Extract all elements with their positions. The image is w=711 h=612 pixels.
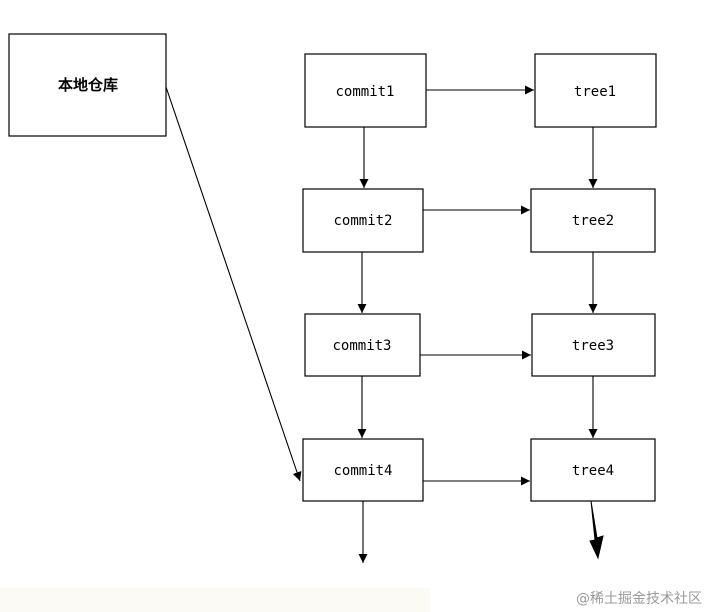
tree-box-3 xyxy=(531,313,656,377)
commit-label-2: commit2 xyxy=(333,213,392,229)
footer-band xyxy=(0,588,430,612)
commit-node-3: commit3 xyxy=(304,313,421,377)
commit-label-1: commit1 xyxy=(335,84,394,100)
tree-label-2: tree2 xyxy=(572,213,614,229)
tree-node-4: tree4 xyxy=(530,438,656,502)
commit-label-4: commit4 xyxy=(333,463,392,479)
commit-node-1: commit1 xyxy=(304,53,427,128)
tree-box-4 xyxy=(530,438,656,502)
watermark-text: @稀土掘金技术社区 xyxy=(576,591,702,607)
commit-node-2: commit2 xyxy=(302,188,424,253)
commit-box-1 xyxy=(304,53,427,128)
tree-node-3: tree3 xyxy=(531,313,656,377)
tree-label-3: tree3 xyxy=(572,338,614,354)
arrow-tree4-down xyxy=(589,500,604,560)
tree-label-1: tree1 xyxy=(574,84,616,100)
tree-node-2: tree2 xyxy=(530,188,656,253)
tree-box-1 xyxy=(534,53,657,128)
commit-label-3: commit3 xyxy=(332,338,391,354)
local-repo-node: 本地仓库 xyxy=(8,33,167,137)
commit-box-3 xyxy=(304,313,421,377)
local-repo-box xyxy=(8,33,167,137)
tree-label-4: tree4 xyxy=(572,463,614,479)
arrow-repo-commit4 xyxy=(165,86,302,482)
local-repo-label: 本地仓库 xyxy=(58,76,118,94)
commit-node-4: commit4 xyxy=(302,438,424,502)
tree-node-1: tree1 xyxy=(534,53,657,128)
commit-box-2 xyxy=(302,188,424,253)
